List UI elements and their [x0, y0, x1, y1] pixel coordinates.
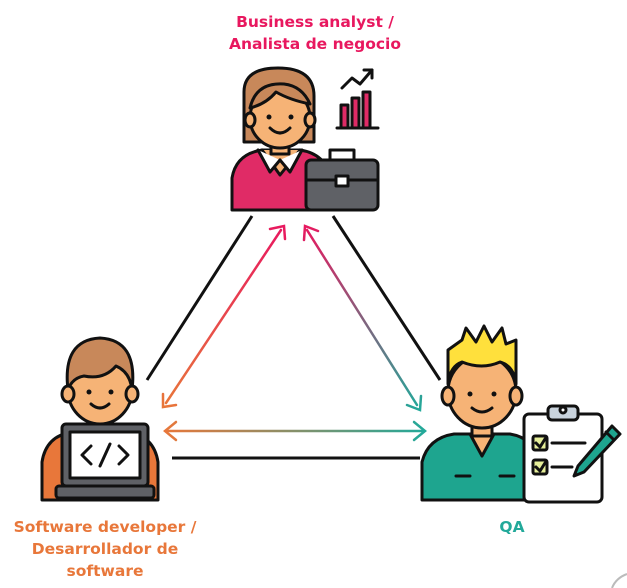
business-analyst-label-line1: Business analyst /: [236, 13, 394, 31]
qa-tester-with-checklist-clipboard-icon: [420, 324, 622, 504]
business-analyst-label-line2: Analista de negocio: [228, 35, 402, 53]
edge-ba-qa: [331, 215, 442, 381]
partial-arc-decoration: [611, 573, 627, 588]
developer-with-laptop-code-icon: [40, 336, 160, 502]
edge-ba-sd: [145, 215, 254, 381]
qa-label: QA: [490, 516, 534, 538]
businesswoman-with-briefcase-and-growth-chart-icon: [230, 66, 380, 212]
software-developer-label-line3: software: [66, 562, 144, 580]
software-developer-label: Software developer / Desarrollador de so…: [0, 516, 210, 582]
software-developer-label-line2: Desarrollador de: [31, 540, 179, 558]
business-analyst-label: Business analyst / Analista de negocio: [200, 11, 430, 55]
arrow-sd-qa: [163, 420, 427, 442]
arrow-ba-qa: [302, 224, 423, 412]
arrow-sd-ba: [161, 224, 287, 409]
qa-label-line1: QA: [499, 518, 525, 536]
software-developer-label-line1: Software developer /: [13, 518, 197, 536]
